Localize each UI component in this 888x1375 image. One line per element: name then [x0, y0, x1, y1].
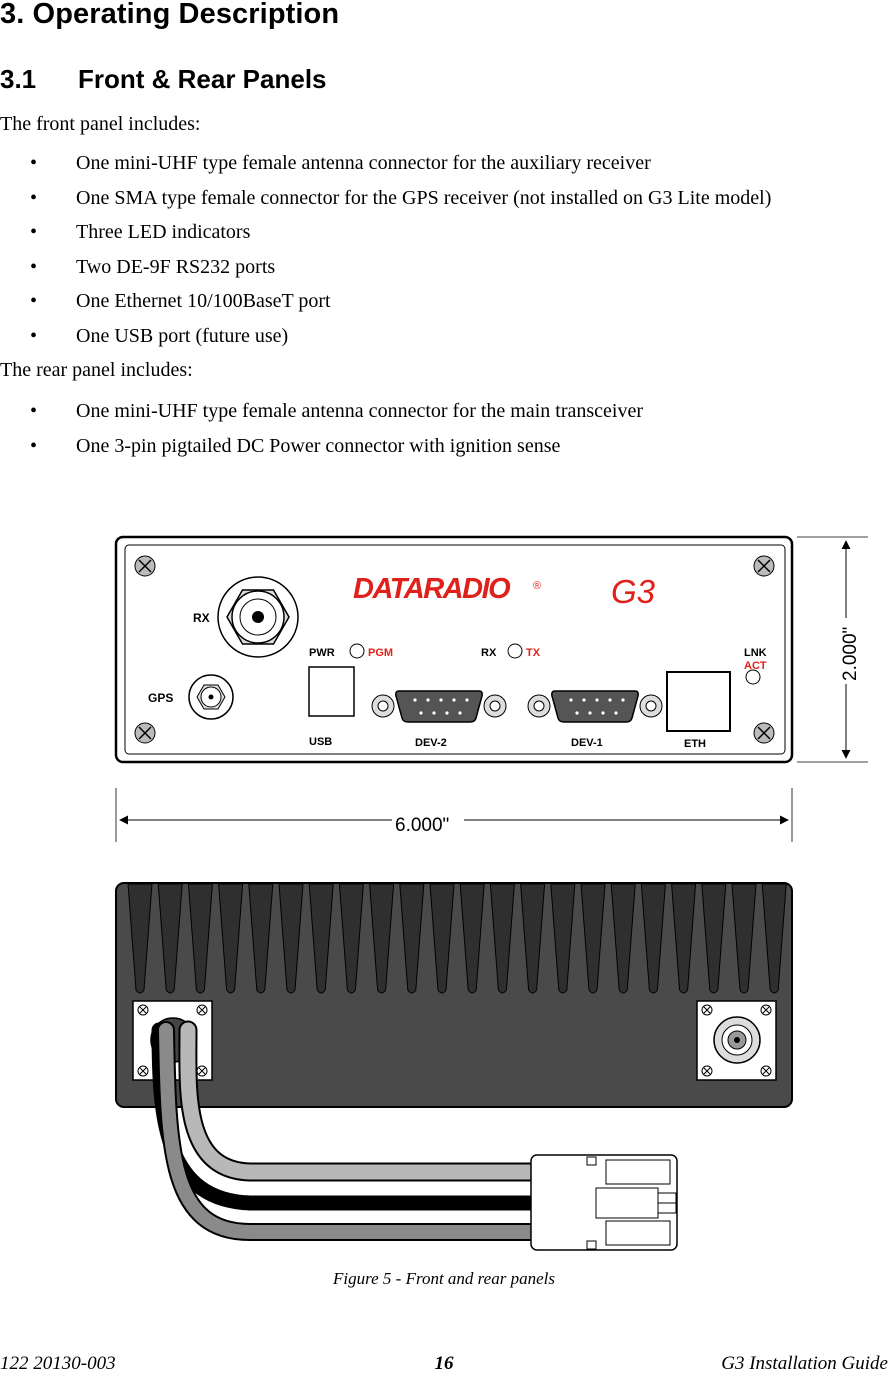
main-antenna-connector-icon	[713, 1016, 761, 1064]
dc-power-connector-icon	[530, 1154, 678, 1251]
heatsink-fin	[671, 883, 697, 994]
heatsink-fin	[157, 883, 183, 994]
usb-label: USB	[309, 736, 332, 748]
lnk-label: LNK	[744, 647, 767, 659]
heatsink-fin	[248, 883, 274, 994]
bullet-mark: •	[30, 434, 38, 457]
lnk-act-led-icon	[745, 669, 761, 685]
width-dimension: 6.000"	[115, 788, 793, 842]
bullet-mark: •	[30, 400, 38, 422]
heatsink-fins	[127, 883, 787, 994]
heatsink-fin	[580, 883, 606, 994]
dev2-label: DEV-2	[415, 737, 447, 749]
list-item: •One mini-UHF type female antenna connec…	[30, 152, 651, 174]
bullet-mark: •	[30, 152, 38, 174]
model-logo: G3	[611, 573, 656, 610]
chapter-title: 3. Operating Description	[0, 0, 340, 30]
section-heading: 3.1 Front & Rear Panels	[0, 64, 327, 95]
screw-icon	[701, 1004, 713, 1016]
heatsink-fin	[429, 883, 455, 994]
rx-antenna-label: RX	[193, 611, 210, 625]
screw-icon	[760, 1004, 772, 1016]
rx-tx-led-icon	[507, 643, 523, 659]
heatsink-fin	[520, 883, 546, 994]
eth-label: ETH	[684, 738, 706, 750]
heatsink-fin	[640, 883, 666, 994]
figure-caption: Figure 5 - Front and rear panels	[333, 1269, 555, 1288]
heatsink-fin	[187, 883, 213, 994]
front-panel: RX GPS DATARADIO ® G3 PWR PGM RX TX LNK …	[114, 535, 794, 764]
dev1-serial-connector-icon	[527, 690, 663, 723]
list-item: •Three LED indicators	[30, 221, 251, 243]
front-intro: The front panel includes:	[0, 113, 201, 135]
dev1-label: DEV-1	[571, 737, 603, 749]
bullet-mark: •	[30, 255, 38, 278]
gps-connector-icon	[188, 674, 234, 720]
list-item: •Two DE-9F RS232 ports	[30, 255, 276, 278]
brand-logo: DATARADIO	[353, 573, 511, 605]
rear-panel-list: •One mini-UHF type female antenna connec…	[0, 400, 643, 469]
heatsink-fin	[761, 883, 787, 994]
bullet-mark: •	[30, 324, 38, 347]
power-pigtail-cables	[151, 1020, 545, 1241]
list-item: •One USB port (future use)	[30, 324, 289, 347]
screw-icon	[701, 1065, 713, 1077]
footer-page-number: 16	[434, 1353, 454, 1374]
panels-figure: RX GPS DATARADIO ® G3 PWR PGM RX TX LNK …	[114, 535, 868, 1251]
heatsink-fin	[459, 883, 485, 994]
rx-antenna-connector-icon	[217, 576, 299, 658]
heatsink-fin	[338, 883, 364, 994]
bullet-mark: •	[30, 221, 38, 243]
screw-icon	[134, 722, 156, 744]
heatsink-fin	[308, 883, 334, 994]
screw-icon	[134, 555, 156, 577]
heatsink-fin	[127, 883, 153, 994]
registered-mark: ®	[533, 580, 541, 592]
usb-port-icon	[308, 666, 355, 717]
screw-icon	[137, 1065, 149, 1077]
footer-doc-number: 122 20130-003	[0, 1353, 116, 1374]
heatsink-fin	[278, 883, 304, 994]
heatsink-fin	[731, 883, 757, 994]
list-item: •One Ethernet 10/100BaseT port	[30, 290, 331, 312]
rear-panel	[115, 882, 793, 1108]
width-dimension-label: 6.000"	[395, 815, 449, 836]
screw-icon	[753, 555, 775, 577]
list-item: •One SMA type female connector for the G…	[30, 186, 772, 209]
footer-title: G3 Installation Guide	[721, 1353, 888, 1374]
gps-label: GPS	[148, 691, 173, 705]
rx-led-label: RX	[481, 647, 497, 659]
eth-port-icon	[666, 671, 731, 732]
screw-icon	[753, 722, 775, 744]
act-label: ACT	[744, 660, 767, 672]
section-number: 3.1	[0, 64, 37, 94]
tx-label: TX	[526, 647, 541, 659]
height-dimension-label: 2.000"	[840, 627, 861, 681]
section-title: Front & Rear Panels	[78, 64, 327, 94]
bullet-mark: •	[30, 186, 38, 209]
heatsink-fin	[701, 883, 727, 994]
pwr-label: PWR	[309, 647, 335, 659]
heatsink-fin	[399, 883, 425, 994]
height-dimension: 2.000"	[797, 536, 868, 763]
heatsink-fin	[489, 883, 515, 994]
bullet-mark: •	[30, 290, 38, 312]
pgm-label: PGM	[368, 647, 393, 659]
heatsink-fin	[369, 883, 395, 994]
rear-intro: The rear panel includes:	[0, 359, 193, 381]
list-item: •One 3-pin pigtailed DC Power connector …	[30, 434, 561, 457]
list-item: •One mini-UHF type female antenna connec…	[30, 400, 644, 422]
front-panel-list: •One mini-UHF type female antenna connec…	[0, 152, 771, 359]
screw-icon	[196, 1065, 208, 1077]
screw-icon	[760, 1065, 772, 1077]
heatsink-fin	[610, 883, 636, 994]
pwr-led-icon	[349, 643, 365, 659]
heatsink-fin	[218, 883, 244, 994]
screw-icon	[137, 1004, 149, 1016]
screw-icon	[196, 1004, 208, 1016]
dev2-serial-connector-icon	[371, 690, 507, 723]
heatsink-fin	[550, 883, 576, 994]
